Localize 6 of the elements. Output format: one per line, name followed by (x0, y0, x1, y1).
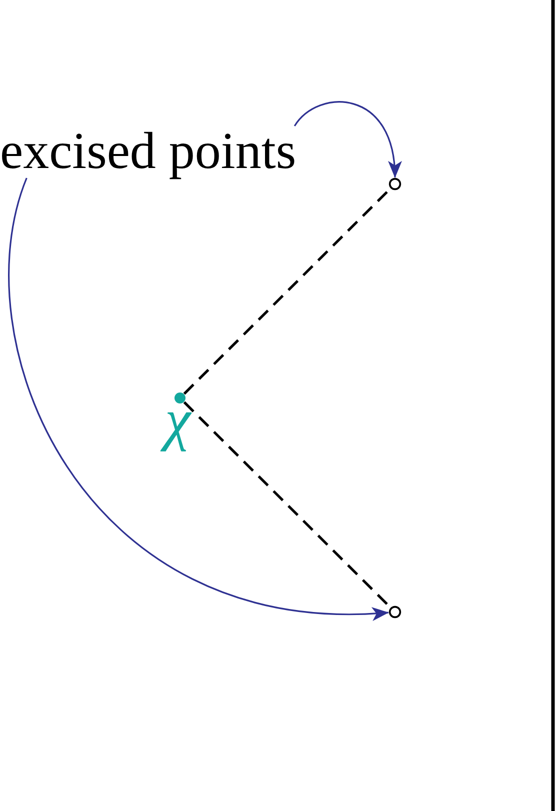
open-circle-icon (388, 177, 402, 191)
curved-arrow (8, 178, 389, 620)
open-circle-icon (388, 605, 402, 619)
variable-label: χ (159, 410, 193, 454)
annotation-label: excised points (0, 126, 296, 178)
curved-arrow (294, 101, 401, 178)
